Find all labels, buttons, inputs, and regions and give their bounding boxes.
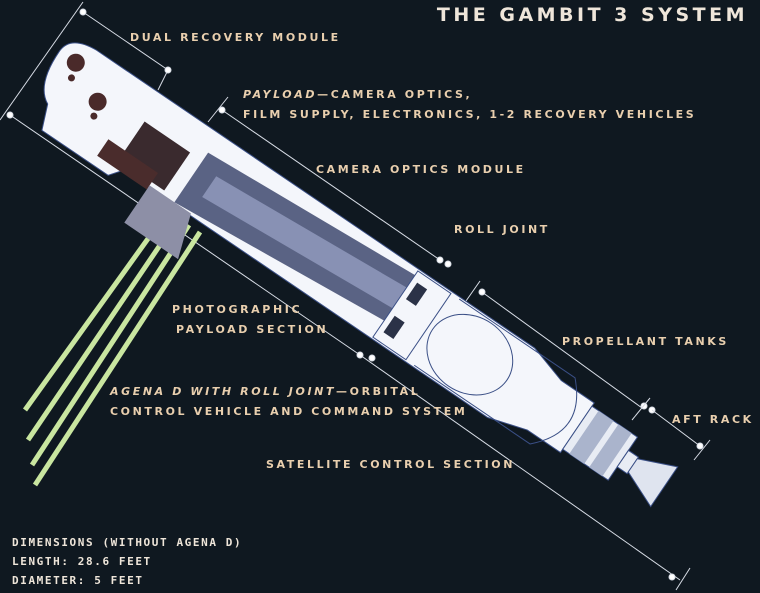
dimensions-length: LENGTH: 28.6 FEET bbox=[12, 555, 152, 568]
label-payload-line2: FILM SUPPLY, ELECTRONICS, 1-2 RECOVERY V… bbox=[243, 108, 697, 121]
label-photographic: PHOTOGRAPHIC bbox=[172, 303, 303, 316]
camera-light-beams bbox=[22, 213, 203, 487]
label-payload-rest: —CAMERA OPTICS, bbox=[317, 88, 473, 101]
label-propellant-tanks: PROPELLANT TANKS bbox=[562, 335, 729, 348]
spacecraft-body bbox=[41, 42, 679, 508]
label-aft-rack: AFT RACK bbox=[672, 413, 754, 426]
dimensions-diameter: DIAMETER: 5 FEET bbox=[12, 574, 144, 587]
label-agena-italic: AGENA D WITH ROLL JOINT bbox=[110, 385, 337, 398]
label-agena-d: AGENA D WITH ROLL JOINT—ORBITAL bbox=[110, 384, 420, 400]
label-satellite-control-section: SATELLITE CONTROL SECTION bbox=[266, 458, 516, 471]
label-payload: PAYLOAD—CAMERA OPTICS, bbox=[243, 87, 472, 103]
label-payload-section: PAYLOAD SECTION bbox=[176, 323, 329, 336]
label-camera-optics-module: CAMERA OPTICS MODULE bbox=[316, 163, 526, 176]
label-payload-italic: PAYLOAD bbox=[243, 88, 318, 101]
diagram-title: THE GAMBIT 3 SYSTEM bbox=[436, 4, 748, 26]
label-roll-joint: ROLL JOINT bbox=[454, 223, 550, 236]
dimension-lines bbox=[0, 1, 711, 591]
label-dual-recovery-module: DUAL RECOVERY MODULE bbox=[130, 31, 341, 44]
label-agena-line2: CONTROL VEHICLE AND COMMAND SYSTEM bbox=[110, 405, 468, 418]
dimensions-heading: DIMENSIONS (WITHOUT AGENA D) bbox=[12, 536, 243, 549]
label-agena-rest: —ORBITAL bbox=[336, 385, 421, 398]
dimensions-block: DIMENSIONS (WITHOUT AGENA D) LENGTH: 28.… bbox=[12, 533, 242, 590]
